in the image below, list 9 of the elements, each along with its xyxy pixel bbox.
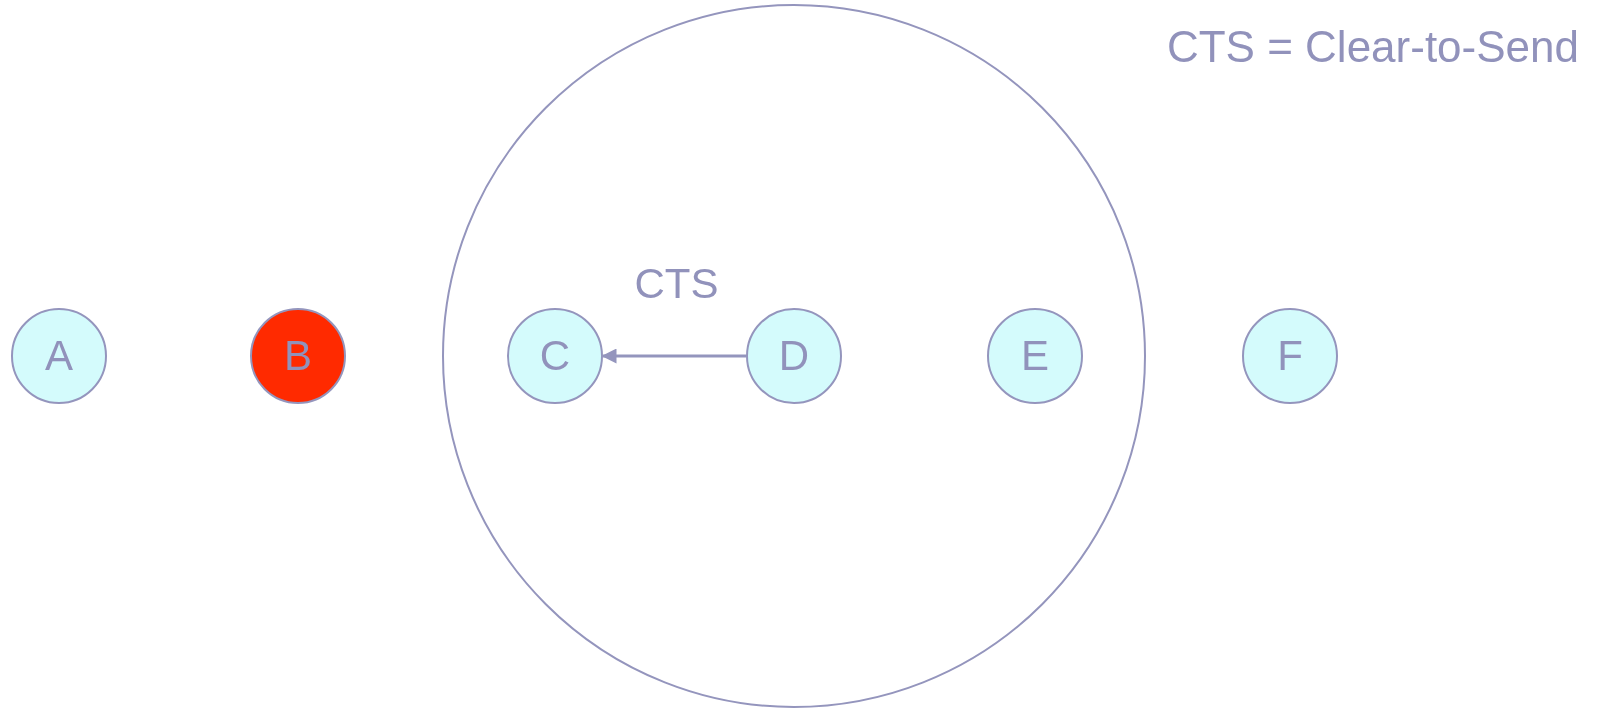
- node-circle: C: [507, 308, 603, 404]
- arrow: [601, 348, 746, 364]
- node-circle: F: [1242, 308, 1338, 404]
- note-text: CTS = Clear-to-Send: [1166, 22, 1579, 72]
- node-circle: E: [987, 308, 1083, 404]
- node-circle: B: [250, 308, 346, 404]
- node-circle: A: [11, 308, 107, 404]
- node-circle: D: [746, 308, 842, 404]
- edge-label: CTS: [634, 260, 719, 308]
